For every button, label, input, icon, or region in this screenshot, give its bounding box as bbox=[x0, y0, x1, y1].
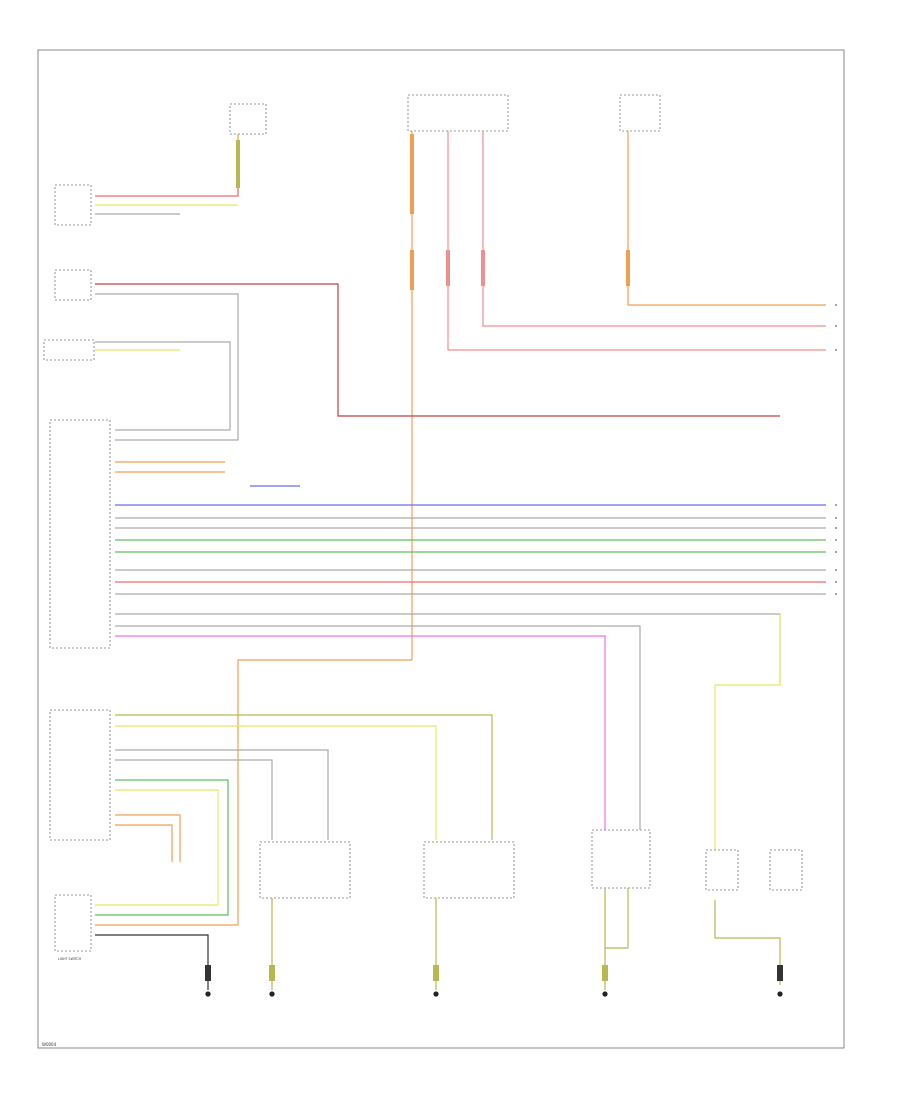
hazard-switch-block bbox=[591, 829, 651, 889]
right-edge-terminals bbox=[835, 304, 837, 595]
wire-gray-hrc bbox=[95, 341, 231, 431]
light-switch bbox=[54, 894, 92, 952]
ground-symbol-left-lamp bbox=[433, 965, 439, 997]
wire-red-top bbox=[95, 188, 239, 197]
ground-symbol-left bbox=[205, 965, 211, 997]
fuse-group-left bbox=[229, 103, 267, 195]
wire-olive-lower bbox=[115, 714, 493, 840]
wire-gray-lower-1 bbox=[115, 749, 329, 840]
wire-green-lower bbox=[95, 779, 229, 916]
wire-orange-main bbox=[95, 659, 412, 926]
left-lamp-block bbox=[423, 841, 515, 899]
wire-magenta bbox=[115, 635, 606, 830]
wire-black-ls bbox=[95, 934, 209, 990]
wire-orange-lower-2 bbox=[115, 824, 173, 862]
ground-symbol-hazard bbox=[602, 965, 608, 997]
wire-pink-feed-1 bbox=[447, 131, 826, 351]
right-lamp-block bbox=[259, 841, 351, 899]
wire-yellow-lower bbox=[115, 725, 437, 840]
wire-pink-feed-2 bbox=[482, 131, 826, 327]
light-switch-label: LIGHT SWITCH bbox=[58, 957, 82, 961]
body-control-module bbox=[49, 419, 111, 649]
wire-gray-bus-5 bbox=[115, 613, 781, 685]
right-side-lamp bbox=[705, 849, 739, 891]
wire-orange-feed bbox=[627, 131, 826, 306]
ground-symbol-right-lamp bbox=[269, 965, 275, 997]
headlamp-range-control bbox=[43, 339, 95, 361]
diagram-frame bbox=[37, 49, 845, 1049]
fuse-group-right bbox=[619, 94, 661, 132]
wire-yellow-lower-2 bbox=[95, 789, 219, 906]
wire-orange-lower bbox=[115, 814, 181, 862]
wire-gray-ecm bbox=[95, 293, 239, 441]
ground-symbol-right bbox=[777, 965, 783, 997]
left-side-lamp bbox=[769, 849, 803, 891]
wire-yellow-right bbox=[714, 614, 781, 850]
wire-gray-bus-6 bbox=[115, 625, 641, 830]
engine-light-switch bbox=[54, 184, 92, 226]
wire-gray-lower-2 bbox=[115, 759, 273, 840]
wire-darkred-long bbox=[95, 283, 780, 417]
footer-code: W0004 bbox=[42, 1042, 57, 1047]
fuse-group-center bbox=[407, 94, 509, 660]
wire-ground-hazard-2 bbox=[605, 888, 629, 949]
vehicle-electronics-module bbox=[49, 709, 111, 841]
wire-olive-right bbox=[714, 900, 781, 985]
engine-control-module bbox=[54, 269, 92, 301]
